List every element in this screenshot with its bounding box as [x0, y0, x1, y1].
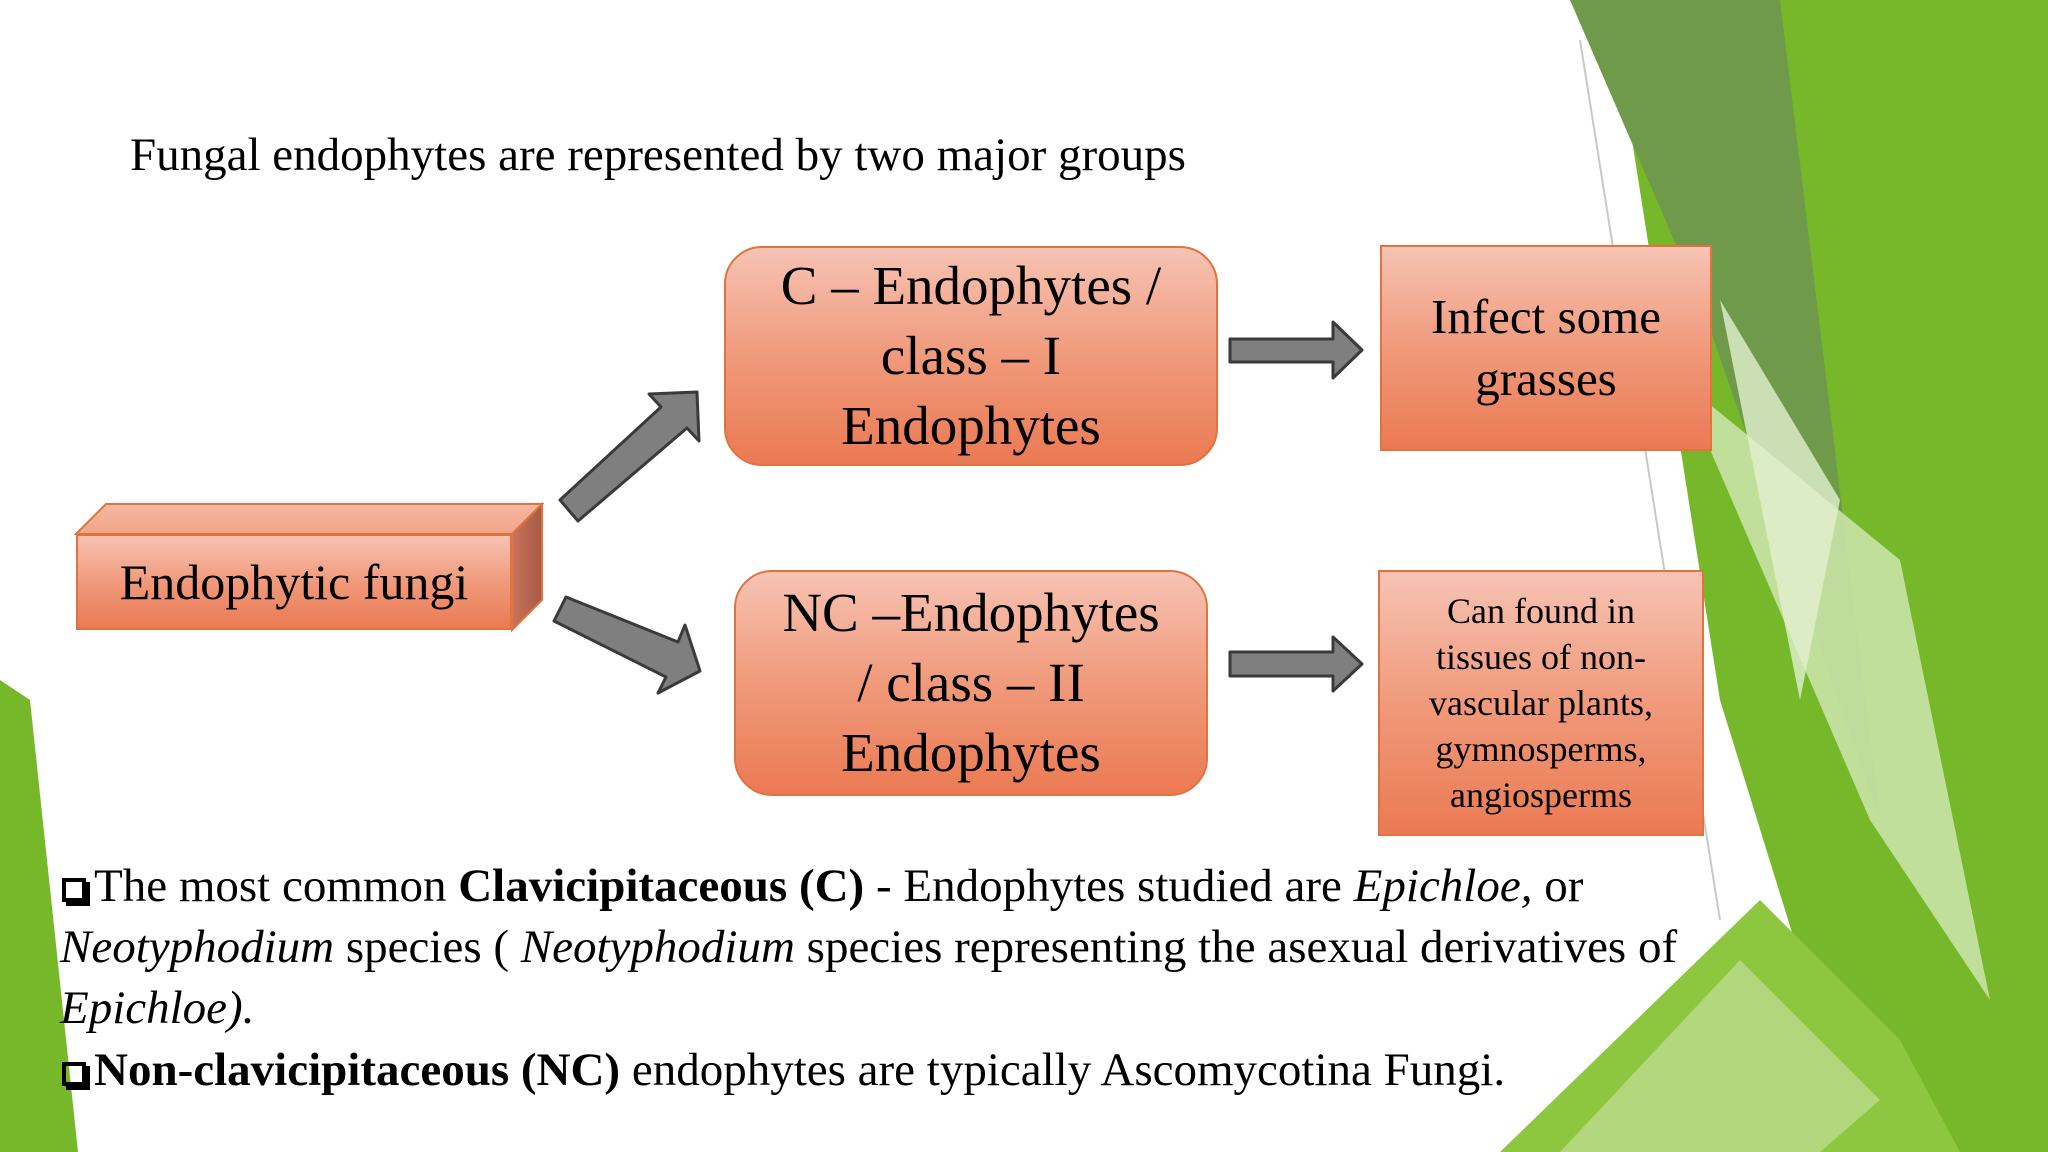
bullet-1-text-c: or: [1532, 860, 1583, 912]
result1-text: Infect some grasses: [1431, 286, 1661, 410]
bullet-1-text-e: species representing the asexual derivat…: [795, 921, 1677, 973]
bullet-1-epichloe: Epichloe,: [1354, 860, 1533, 912]
class1-line2: class – I: [781, 321, 1161, 391]
arrow-class1-to-result1: [1230, 322, 1362, 378]
bullet-1: The most common Clavicipitaceous (C) - E…: [62, 856, 1862, 1039]
bullet-2-term-nc: Non-clavicipitaceous (NC): [94, 1044, 620, 1096]
class2-line2: / class – II: [782, 648, 1159, 718]
result2-text: Can found in tissues of non- vascular pl…: [1429, 588, 1653, 818]
result1-line2: grasses: [1431, 348, 1661, 410]
result2-line1: Can found in: [1429, 588, 1653, 634]
result2-box: Can found in tissues of non- vascular pl…: [1378, 570, 1704, 836]
result2-line5: angiosperms: [1429, 772, 1653, 818]
arrow-root-to-class2: [554, 597, 700, 693]
bullet-1-line3: Epichloe).: [60, 978, 1862, 1039]
arrow-root-to-class1: [560, 392, 699, 521]
bullet-1-text-b: - Endophytes studied are: [864, 860, 1353, 912]
bullet-2-text: endophytes are typically Ascomycotina Fu…: [620, 1044, 1505, 1096]
bullet-1-text-d: species (: [334, 921, 521, 973]
result1-box: Infect some grasses: [1380, 245, 1712, 451]
bullet-1-neotyphodium-1: Neotyphodium: [60, 921, 334, 973]
checkbox-bullet-icon: [62, 1062, 86, 1086]
result1-line1: Infect some: [1431, 286, 1661, 348]
class1-box: C – Endophytes / class – I Endophytes: [724, 246, 1218, 466]
bullet-1-term-c: Clavicipitaceous (C): [458, 860, 864, 912]
class1-text: C – Endophytes / class – I Endophytes: [781, 251, 1161, 461]
class1-line3: Endophytes: [781, 391, 1161, 461]
bullet-1-line1: The most common Clavicipitaceous (C) - E…: [62, 856, 1862, 917]
class1-line1: C – Endophytes /: [781, 251, 1161, 321]
checkbox-bullet-icon: [62, 878, 86, 902]
bullet-1-line2: Neotyphodium species ( Neotyphodium spec…: [60, 917, 1862, 978]
bullet-1-epichloe-end: Epichloe).: [60, 982, 254, 1034]
bullet-1-neotyphodium-2: Neotyphodium: [521, 921, 795, 973]
class2-box: NC –Endophytes / class – II Endophytes: [734, 570, 1208, 796]
result2-line3: vascular plants,: [1429, 680, 1653, 726]
class2-line1: NC –Endophytes: [782, 578, 1159, 648]
arrow-class2-to-result2: [1230, 637, 1362, 691]
result2-line2: tissues of non-: [1429, 634, 1653, 680]
bullet-2: Non-clavicipitaceous (NC) endophytes are…: [62, 1040, 1862, 1101]
class2-line3: Endophytes: [782, 718, 1159, 788]
class2-text: NC –Endophytes / class – II Endophytes: [782, 578, 1159, 788]
bullet-1-text-a: The most common: [94, 860, 458, 912]
result2-line4: gymnosperms,: [1429, 726, 1653, 772]
